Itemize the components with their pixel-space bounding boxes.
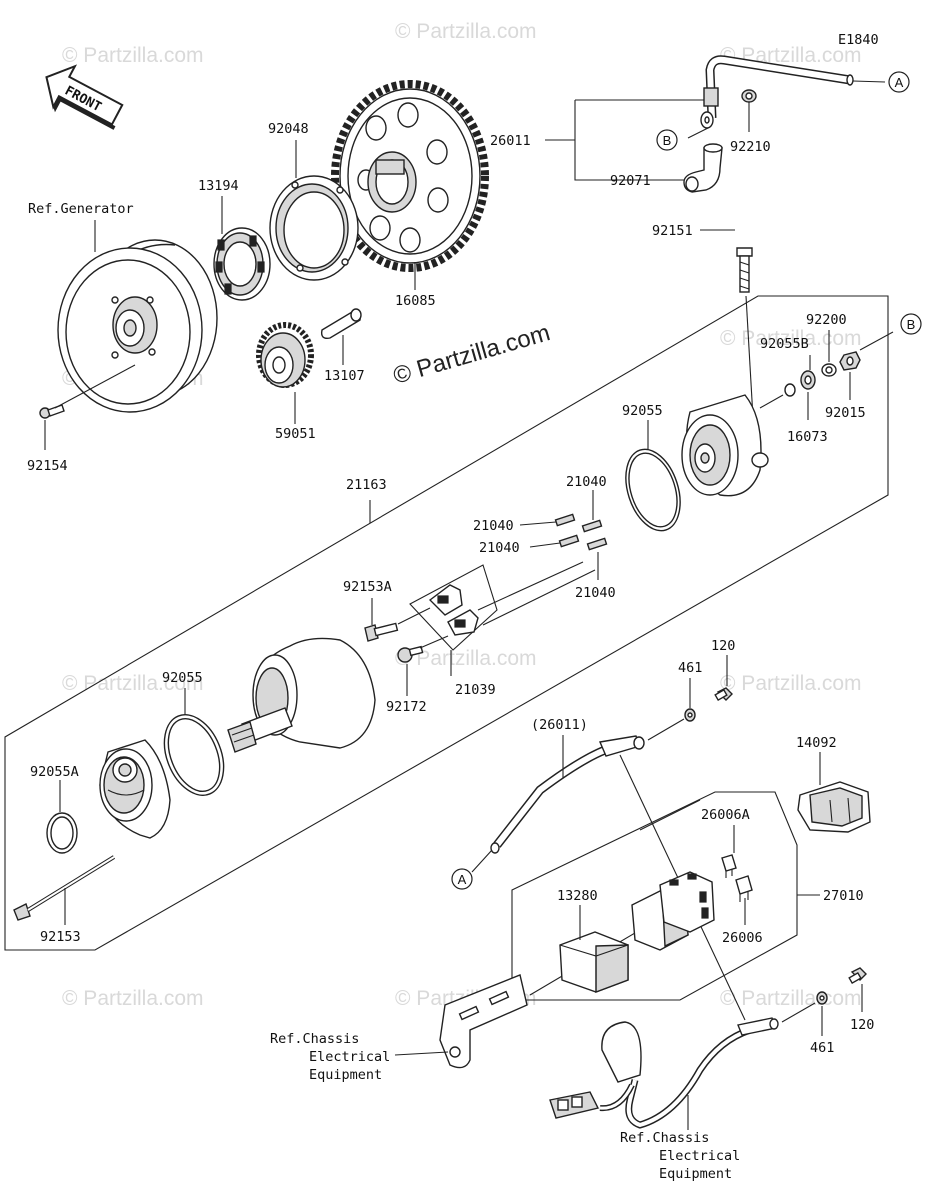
diagram-code: E1840 (838, 32, 879, 48)
battery-cable-group (545, 55, 886, 193)
watermark: © Partzilla.com (62, 44, 204, 67)
starter-front-cover (99, 739, 171, 839)
clutch-outer-ring (269, 175, 359, 281)
watermark: © Partzilla.com (395, 647, 537, 670)
fuse-26006 (735, 875, 753, 902)
callout-a-label: A (458, 872, 467, 887)
bolt-92151 (736, 247, 753, 293)
callout-a-label: A (895, 75, 904, 90)
relay-bracket (439, 974, 528, 1069)
label-21040-a: 21040 (566, 474, 607, 490)
starter-rear-cover (681, 394, 769, 497)
relay-13280 (559, 931, 629, 994)
idle-shaft (320, 308, 362, 340)
callout-b-top: B (656, 129, 678, 151)
watermark: © Partzilla.com (720, 672, 862, 695)
label-92154: 92154 (27, 458, 68, 474)
watermark: © Partzilla.com (720, 327, 862, 350)
callout-b-label: B (907, 317, 916, 332)
brush-springs (554, 513, 608, 551)
watermark: © Partzilla.com (395, 20, 537, 43)
label-92055a: 92055A (30, 764, 79, 780)
label-13280: 13280 (557, 888, 598, 904)
one-way-clutch (213, 227, 271, 301)
front-arrow-icon: FRONT (45, 64, 124, 130)
label-21040-d: 21040 (575, 585, 616, 601)
label-92151: 92151 (652, 223, 693, 239)
ref-chassis-2-line3: Equipment (659, 1166, 732, 1182)
watermark: © Partzilla.com (62, 987, 204, 1010)
ref-chassis-1-line2: Electrical (309, 1049, 390, 1065)
label-ref-generator: Ref.Generator (28, 201, 134, 217)
label-21039: 21039 (455, 682, 496, 698)
label-120-lower: 120 (850, 1017, 874, 1033)
label-92153a: 92153A (343, 579, 392, 595)
label-21163: 21163 (346, 477, 387, 493)
watermark: © Partzilla.com (720, 987, 862, 1010)
screw-120-lower (848, 967, 867, 985)
label-13194: 13194 (198, 178, 239, 194)
label-26011: 26011 (490, 133, 531, 149)
label-92172: 92172 (386, 699, 427, 715)
terminal-hardware-upper (784, 351, 861, 397)
washer-461-upper (684, 708, 696, 722)
idle-gear (256, 322, 314, 388)
label-92071: 92071 (610, 173, 651, 189)
starter-motor-yoke (227, 637, 376, 753)
label-26006a: 26006A (701, 807, 750, 823)
starter-motor-frame (4, 295, 889, 951)
bolt-92153a (364, 622, 399, 642)
label-92153: 92153 (40, 929, 81, 945)
label-26011-paren: (26011) (531, 717, 588, 733)
brush-holder (428, 584, 479, 636)
o-ring-lower (163, 714, 225, 796)
generator-rotor (57, 239, 218, 413)
label-16085: 16085 (395, 293, 436, 309)
label-14092: 14092 (796, 735, 837, 751)
callout-a-bottom: A (451, 868, 473, 890)
relay-cover (797, 781, 871, 833)
label-92015: 92015 (825, 405, 866, 421)
ref-chassis-2-line2: Electrical (659, 1148, 740, 1164)
callout-a-top: A (888, 71, 910, 93)
fuse-26006a (721, 854, 737, 878)
ref-chassis-2-line1: Ref.Chassis (620, 1130, 709, 1146)
screw-92172 (397, 645, 424, 663)
screw-120-upper (714, 687, 733, 702)
starter-cable (490, 735, 645, 854)
label-26006: 26006 (722, 930, 763, 946)
label-16073: 16073 (787, 429, 828, 445)
callout-b-right: B (900, 313, 922, 335)
long-bolt-92153 (13, 855, 116, 921)
label-461-upper: 461 (678, 660, 702, 676)
label-92048: 92048 (268, 121, 309, 137)
ref-chassis-1-line3: Equipment (309, 1067, 382, 1083)
label-120-upper: 120 (711, 638, 735, 654)
label-92055b: 92055B (760, 336, 809, 352)
watermark-main: © Partzilla.com (390, 319, 553, 390)
label-461-lower: 461 (810, 1040, 834, 1056)
washer-461-lower (816, 991, 828, 1005)
brush-holder-frame (409, 564, 498, 651)
o-ring-upper (625, 448, 681, 532)
screw-92154 (39, 404, 65, 419)
label-59051: 59051 (275, 426, 316, 442)
label-92055-upper: 92055 (622, 403, 663, 419)
label-92200: 92200 (806, 312, 847, 328)
label-92210: 92210 (730, 139, 771, 155)
watermark: © Partzilla.com (62, 672, 204, 695)
label-92055-lower: 92055 (162, 670, 203, 686)
ref-chassis-1-line1: Ref.Chassis (270, 1031, 359, 1047)
label-27010: 27010 (823, 888, 864, 904)
label-13107: 13107 (324, 368, 365, 384)
callout-b-label: B (663, 133, 672, 148)
o-ring-92055a (46, 812, 78, 854)
relay-assembly-frame (511, 791, 798, 1001)
starter-relay (631, 871, 715, 951)
label-21040-b: 21040 (473, 518, 514, 534)
label-21040-c: 21040 (479, 540, 520, 556)
starter-gear (331, 80, 489, 272)
relay-wire-harness (549, 1017, 779, 1129)
